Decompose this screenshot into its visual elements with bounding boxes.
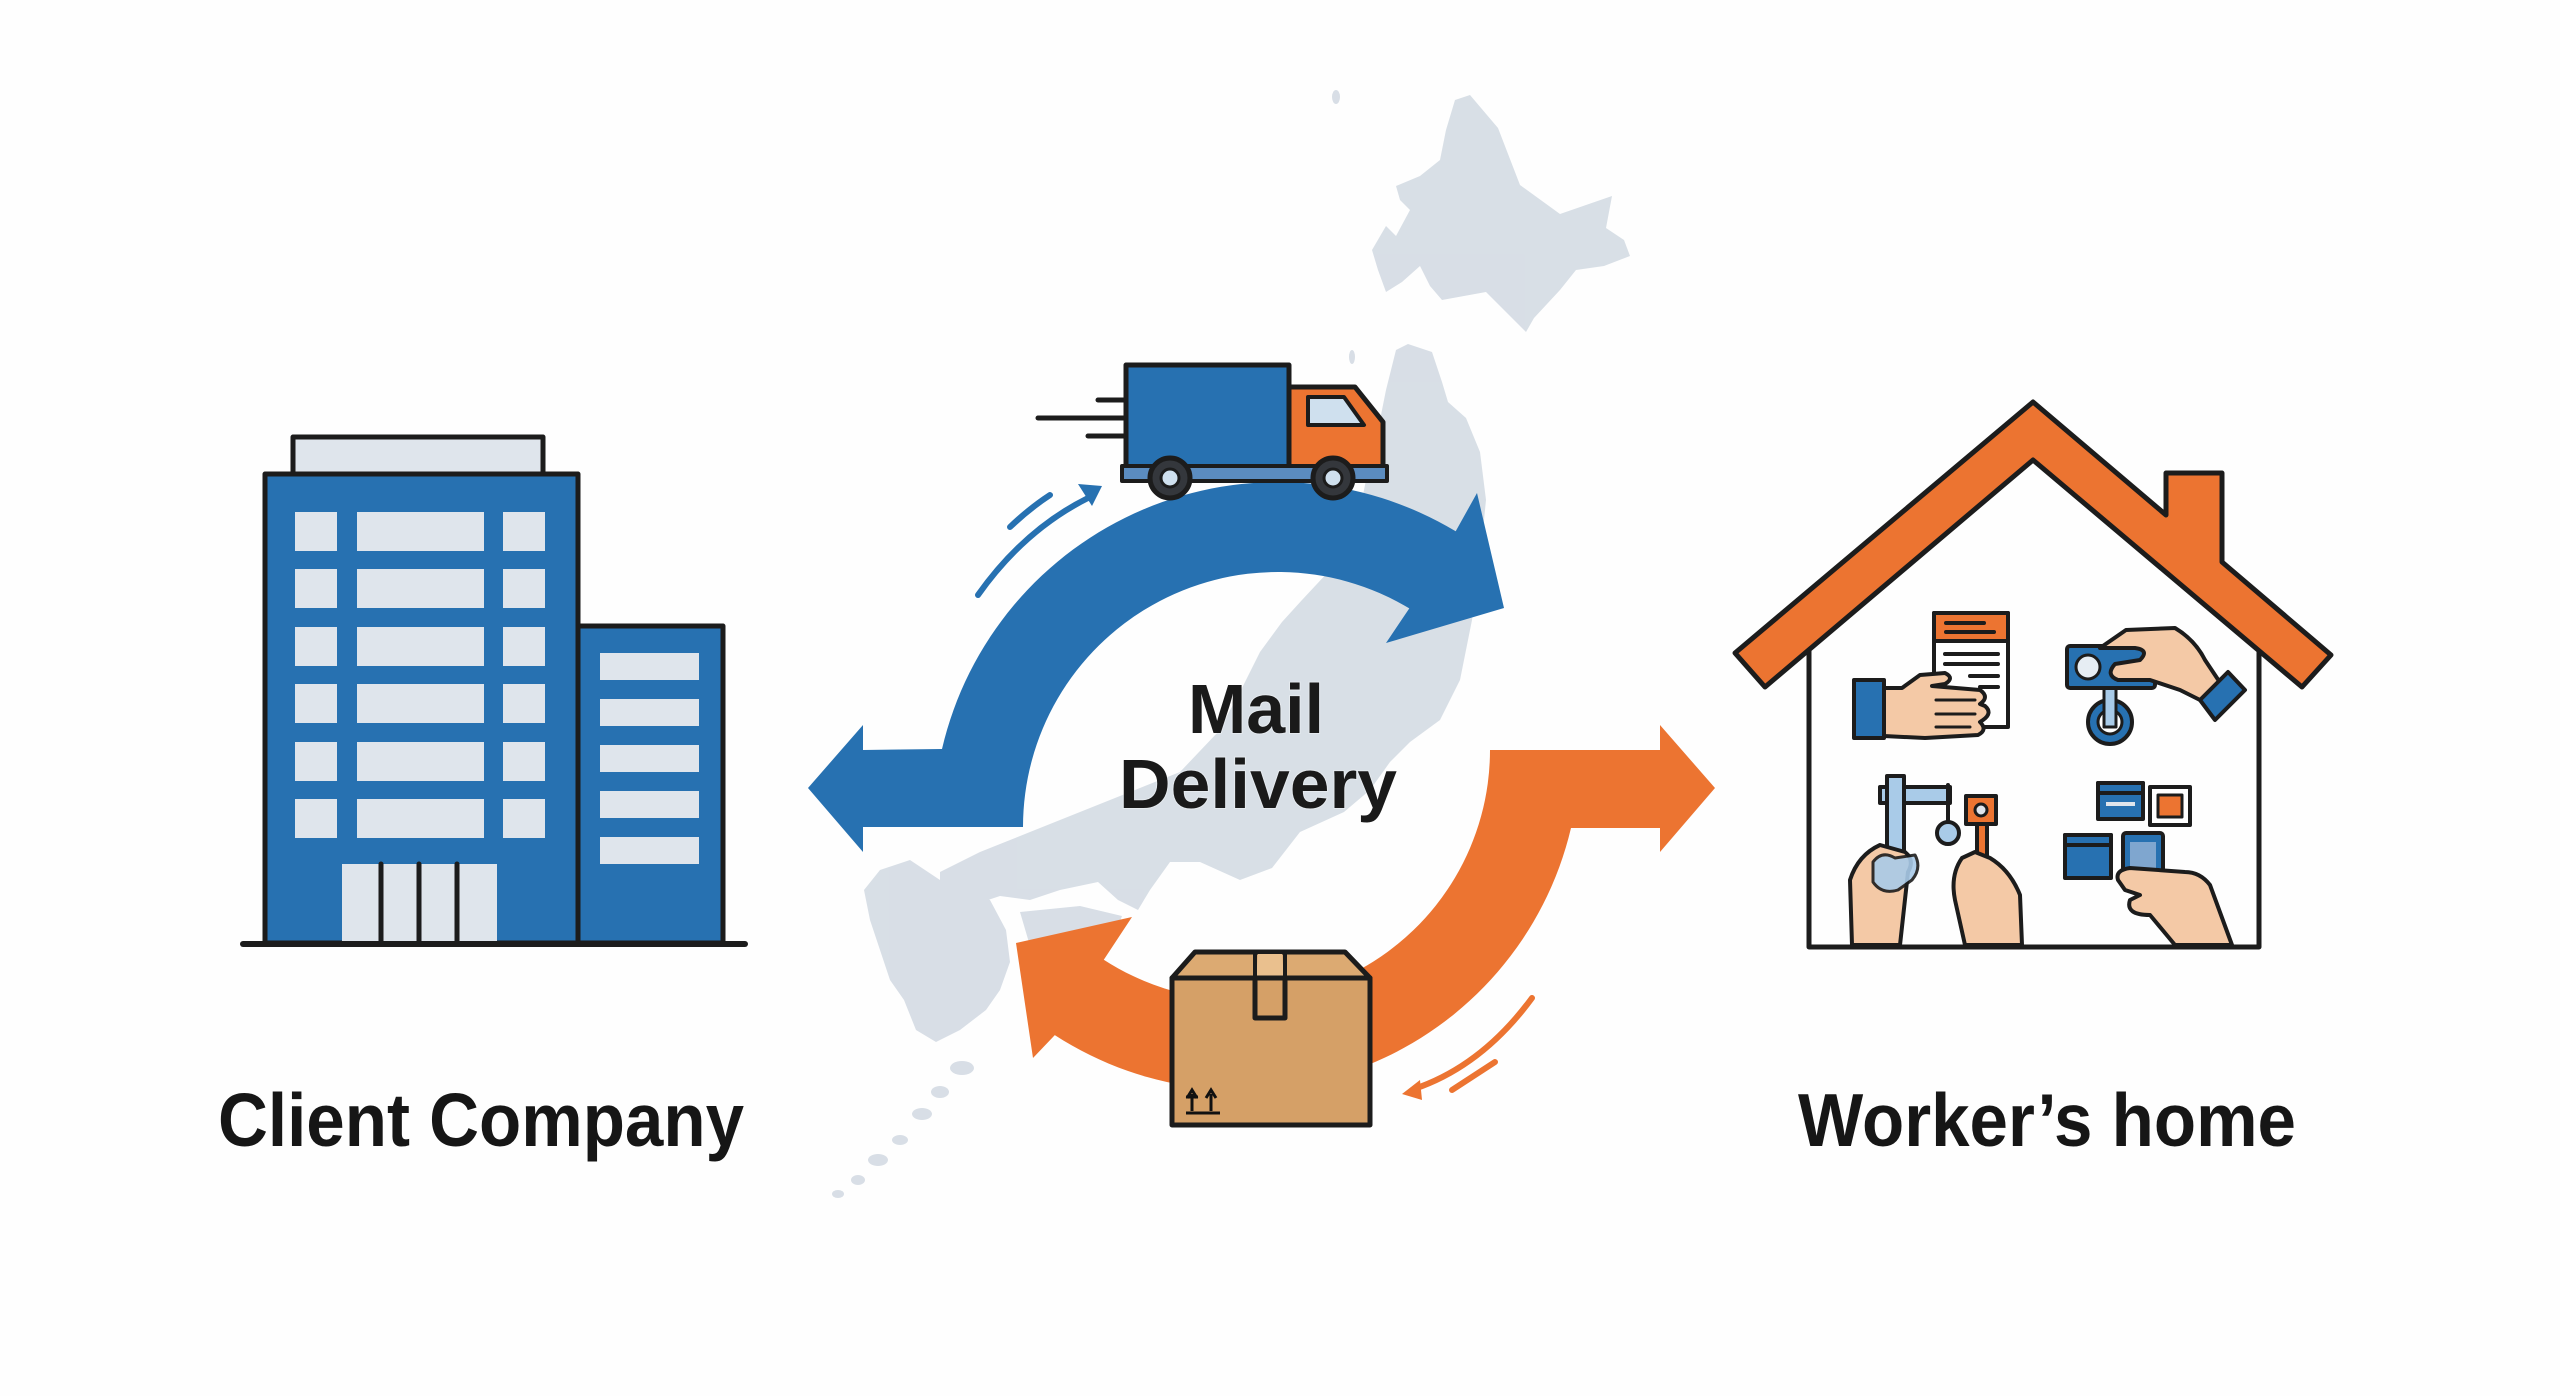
center-title-line2: Delivery: [1119, 745, 1397, 823]
house-roof: [1732, 399, 2334, 690]
map-island: [851, 1175, 865, 1185]
map-island: [912, 1108, 932, 1120]
map-honshu: [940, 344, 1486, 910]
building-roof-cap: [290, 434, 546, 477]
motion-line-long: [1411, 995, 1535, 1092]
building-windows: [295, 512, 545, 838]
building-window: [600, 745, 699, 772]
house-icon: [1732, 399, 2334, 950]
blue-arrow-to-client: [808, 482, 1504, 852]
building-window: [600, 653, 699, 680]
building-window: [357, 569, 484, 608]
hands-tool-icon: [1848, 774, 2024, 947]
building-window: [503, 684, 545, 723]
building-window: [503, 512, 545, 551]
building-window: [295, 742, 337, 781]
blue-motion-lines: [975, 492, 1091, 598]
motion-arrowhead-icon: [1402, 1080, 1422, 1100]
map-island: [1349, 350, 1355, 364]
map-kyushu: [864, 860, 1010, 1042]
map-island: [1332, 90, 1340, 104]
map-hokkaido: [1372, 95, 1630, 332]
building-window: [600, 699, 699, 726]
building-window: [503, 569, 545, 608]
building-window: [357, 742, 484, 781]
building-window: [295, 569, 337, 608]
building-window: [600, 791, 699, 818]
building-side-windows: [600, 653, 699, 864]
map-island: [950, 1061, 974, 1075]
building-window: [503, 799, 545, 838]
map-island: [832, 1190, 844, 1198]
building-window: [600, 837, 699, 864]
map-island: [892, 1135, 908, 1145]
building-window: [503, 742, 545, 781]
hand-document-icon: [1852, 611, 2010, 740]
building-window: [357, 684, 484, 723]
parcel-box-icon: [1169, 949, 1373, 1128]
motion-line-short: [1007, 492, 1053, 530]
workers-home-label: Worker’s home: [1798, 1078, 2296, 1162]
building-window: [357, 512, 484, 551]
house-walls: [1806, 647, 2262, 950]
motion-arrowhead-icon: [1078, 484, 1102, 506]
center-title-line1: Mail: [1188, 670, 1324, 748]
building-window: [357, 799, 484, 838]
delivery-truck-icon: [1035, 362, 1389, 501]
this-side-up-icon: [1185, 1087, 1220, 1115]
building-window: [357, 627, 484, 666]
orange-motion-lines: [1411, 995, 1535, 1093]
map-island: [868, 1154, 888, 1166]
truck-cargo: [1123, 362, 1292, 471]
building-window: [295, 684, 337, 723]
hand-device-icon: [2065, 626, 2247, 746]
client-company-label: Client Company: [218, 1078, 744, 1162]
building-entrance: [342, 861, 497, 946]
building-window: [503, 627, 545, 666]
map-island: [931, 1086, 949, 1098]
office-building-icon: [240, 434, 748, 947]
building-window: [295, 627, 337, 666]
motion-line-short: [1449, 1059, 1498, 1093]
motion-line-long: [975, 495, 1091, 598]
truck-window: [1306, 395, 1366, 427]
japan-map: [832, 90, 1630, 1198]
hand-boxes-icon: [2063, 781, 2234, 947]
building-window: [295, 799, 337, 838]
building-window: [295, 512, 337, 551]
